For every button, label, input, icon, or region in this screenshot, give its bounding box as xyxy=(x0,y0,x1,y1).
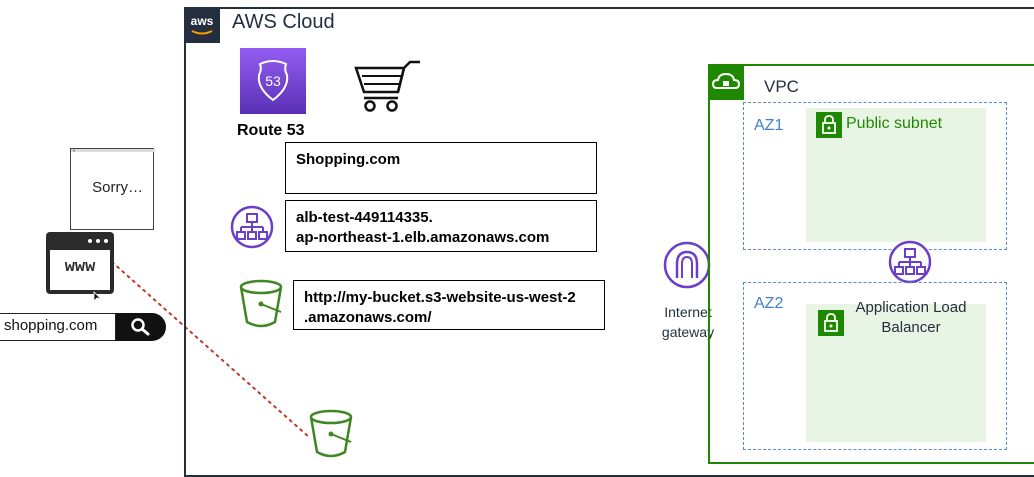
search-input[interactable] xyxy=(0,313,116,341)
elb-icon xyxy=(888,240,932,289)
public-subnet-label: Public subnet xyxy=(846,115,943,132)
lock-icon xyxy=(816,112,842,138)
svg-text:aws: aws xyxy=(191,14,214,28)
vpc-cloud-icon xyxy=(708,64,744,100)
search-icon xyxy=(131,318,150,336)
vpc-label: VPC xyxy=(764,77,799,96)
browser-www-text: www xyxy=(64,258,96,277)
sorry-text: Sorry… xyxy=(92,179,143,196)
lock-icon xyxy=(818,310,844,336)
aws-logo-icon: aws xyxy=(184,7,220,43)
aws-cloud-title: AWS Cloud xyxy=(232,11,335,33)
svg-text:53: 53 xyxy=(265,73,281,89)
cursor-icon xyxy=(93,290,103,302)
vpc-boundary xyxy=(708,64,1034,464)
route53-icon: 53 xyxy=(240,48,306,114)
s3-bucket-icon xyxy=(238,278,284,335)
az2-label: AZ2 xyxy=(754,295,784,312)
az1-boundary xyxy=(743,102,1007,250)
request-connector xyxy=(111,261,311,439)
record-shopping-com: Shopping.com xyxy=(285,142,597,194)
search-input-value: shopping.com xyxy=(4,317,98,334)
s3-bucket-icon xyxy=(308,408,354,465)
route53-label: Route 53 xyxy=(237,122,305,139)
internet-gateway-label: Internet gateway xyxy=(661,304,715,340)
search-button[interactable] xyxy=(116,313,166,341)
alb-label: Application Load Balancer xyxy=(855,299,967,336)
error-page-window: Sorry… xyxy=(70,148,155,230)
record-alb-dns: alb-test-449114335. ap-northeast-1.elb.a… xyxy=(285,200,597,252)
internet-gateway-icon xyxy=(662,240,712,295)
elb-icon xyxy=(230,205,274,254)
record-s3-website: http://my-bucket.s3-website-us-west-2 .a… xyxy=(293,280,605,330)
az1-label: AZ1 xyxy=(754,117,784,134)
browser-screen xyxy=(50,250,110,290)
az2-boundary xyxy=(743,282,1007,450)
shopping-cart-icon xyxy=(354,60,426,117)
browser-icon: www xyxy=(46,232,114,294)
